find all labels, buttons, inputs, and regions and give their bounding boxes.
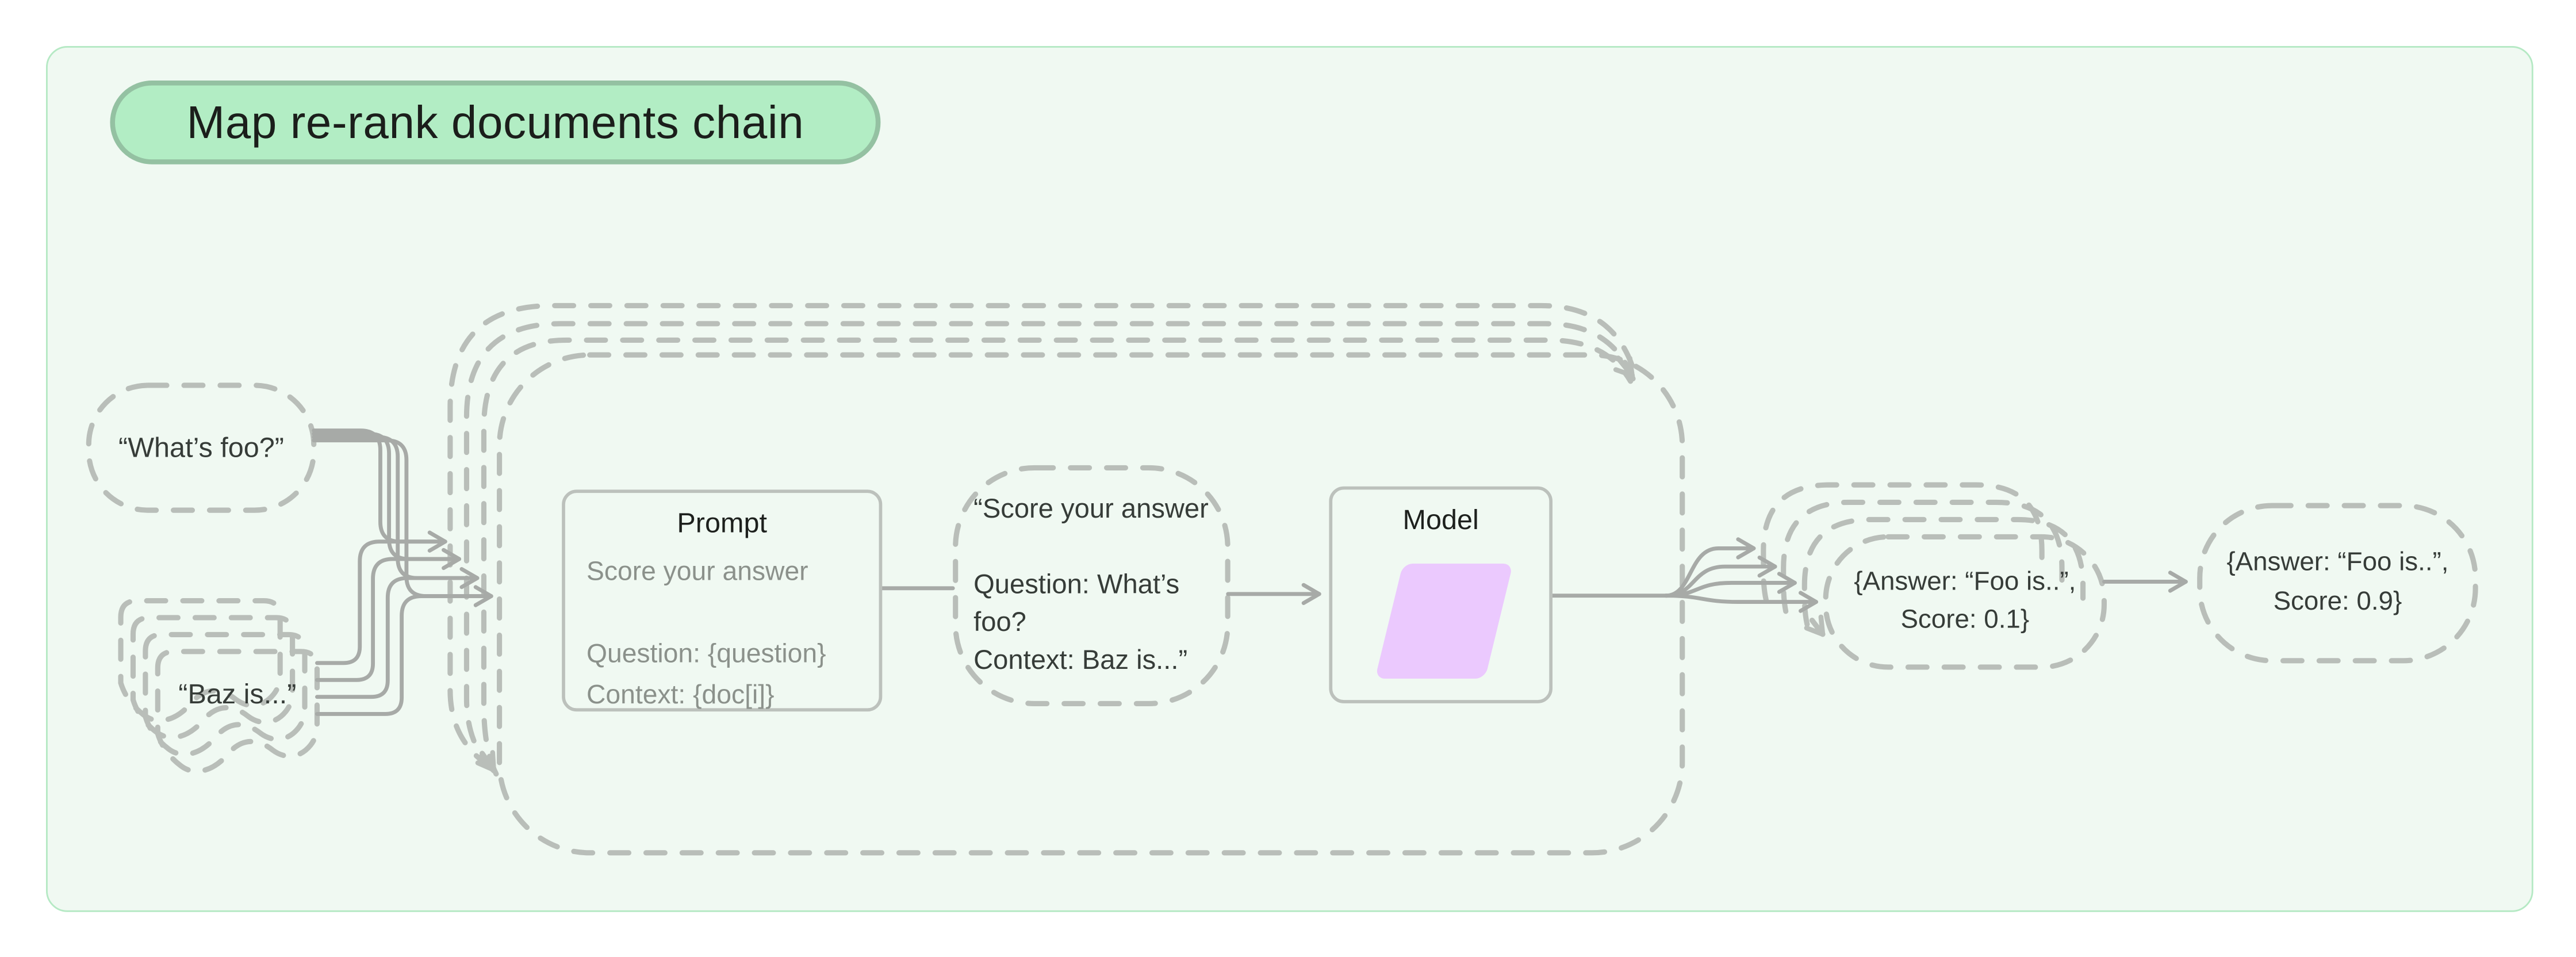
connector-doc-2 bbox=[315, 557, 451, 682]
diagram-panel bbox=[45, 45, 2533, 912]
filled-prompt-bubble: “Score your answer Question: What’s foo?… bbox=[956, 468, 1228, 703]
prompt-box-title: Prompt bbox=[677, 508, 767, 540]
answer-bubble-shadow-3 bbox=[1801, 516, 2086, 627]
filled-prompt-line: Context: Baz is...” bbox=[973, 646, 1188, 676]
question-bubble-label: “What’s foo?” bbox=[118, 431, 284, 463]
answer-bubble-front-outline bbox=[1823, 534, 2107, 670]
final-answer-line: Score: 0.9} bbox=[2273, 588, 2402, 617]
prompt-line-blank bbox=[586, 593, 866, 634]
map-container-shadow-3 bbox=[481, 337, 1634, 777]
final-answer-label: {Answer: “Foo is..”, Score: 0.9} bbox=[2200, 506, 2475, 661]
prompt-line: Question: {question} bbox=[586, 639, 826, 669]
prompt-box: Prompt Score your answer Question: {ques… bbox=[562, 490, 883, 712]
scored-answer-line: {Answer: “Foo is..”, bbox=[1854, 568, 2076, 596]
filled-prompt-line: foo? bbox=[973, 608, 1026, 638]
model-box-title: Model bbox=[1402, 504, 1479, 535]
final-answer-line: {Answer: “Foo is..”, bbox=[2226, 549, 2449, 577]
filled-prompt-line: “Score your answer bbox=[973, 495, 1209, 525]
connector-answer-4 bbox=[1663, 591, 1818, 613]
document-stack-label: “Baz is...” bbox=[178, 678, 297, 710]
model-box: Model bbox=[1329, 486, 1552, 704]
prompt-box-body: Score your answer Question: {question} C… bbox=[586, 552, 866, 717]
model-parallelogram-icon bbox=[1375, 564, 1513, 679]
answer-merge-arrow-icon bbox=[1804, 614, 1826, 637]
connector-answer-1 bbox=[1663, 537, 1756, 598]
filled-prompt-line: Question: What’s bbox=[973, 570, 1180, 600]
connector-question-1 bbox=[312, 428, 447, 553]
final-answer-bubble-outline bbox=[2197, 503, 2478, 664]
diagram-title: Map re-rank documents chain bbox=[110, 80, 881, 164]
scored-answer-line: Score: 0.1} bbox=[1900, 607, 2030, 635]
scored-answer-label: {Answer: “Foo is..”, Score: 0.1} bbox=[1826, 537, 2104, 667]
filled-prompt-body: “Score your answer Question: What’s foo?… bbox=[973, 492, 1221, 681]
prompt-line: Context: {doc[i]} bbox=[586, 680, 775, 710]
container-merge-arrow-bottom-icon bbox=[475, 750, 497, 773]
prompt-line: Score your answer bbox=[586, 557, 808, 587]
map-container-shadow-1 bbox=[447, 303, 1638, 770]
connector-doc-4 bbox=[315, 594, 484, 716]
container-merge-arrow-top-icon bbox=[1613, 355, 1635, 378]
connector-doc-3 bbox=[315, 576, 469, 699]
question-bubble-outline bbox=[86, 382, 317, 513]
map-container-outline bbox=[497, 352, 1685, 856]
filled-prompt-bubble-outline bbox=[953, 465, 1230, 706]
filled-prompt-line-blank bbox=[973, 530, 1221, 568]
doc-outline-front bbox=[155, 649, 320, 774]
map-container-shadow-2 bbox=[463, 321, 1636, 774]
doc-outline-2 bbox=[143, 631, 308, 757]
connector-doc-1 bbox=[315, 539, 438, 665]
